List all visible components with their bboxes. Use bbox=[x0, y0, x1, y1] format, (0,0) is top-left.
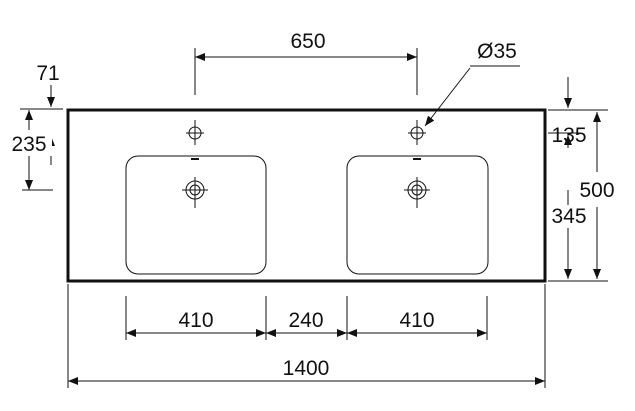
right-basin-width-label: 410 bbox=[399, 309, 434, 332]
left-basin-width-label: 410 bbox=[178, 309, 213, 332]
top-to-drain-label: 235 bbox=[11, 133, 46, 156]
right-drain-icon bbox=[404, 177, 430, 208]
vanity-top-outline bbox=[66, 108, 547, 283]
depth-label: 500 bbox=[579, 179, 614, 202]
tap-hole-diameter-callout: Ø35 bbox=[424, 40, 520, 127]
left-basin bbox=[125, 155, 267, 275]
left-overflow-icon bbox=[191, 158, 199, 160]
left-tap-hole-icon bbox=[186, 120, 204, 145]
basin-width-dimensions: 410 240 410 bbox=[125, 296, 488, 340]
depth-dimension: 500 bbox=[548, 109, 615, 282]
tap-hole-diameter-label: Ø35 bbox=[477, 40, 517, 63]
right-overflow-icon bbox=[413, 158, 421, 160]
tap-spacing-dimension: 650 bbox=[194, 30, 418, 95]
tap-spacing-label: 650 bbox=[290, 30, 325, 53]
top-to-tap-label: 71 bbox=[36, 62, 59, 85]
top-to-drain-dimension: 235 bbox=[6, 110, 55, 191]
overall-width-dimension: 1400 bbox=[67, 284, 546, 388]
top-to-tap-dimension: 71 bbox=[20, 62, 63, 110]
overall-width-label: 1400 bbox=[283, 357, 330, 380]
right-tap-hole-icon bbox=[408, 120, 426, 145]
right-basin bbox=[346, 155, 489, 275]
right-tap-offset-label: 135 bbox=[551, 124, 586, 147]
right-drain-offset-label: 345 bbox=[551, 205, 586, 228]
right-tap-offset-dimension: 135 bbox=[548, 77, 587, 148]
left-drain-icon bbox=[182, 177, 208, 208]
basin-gap-label: 240 bbox=[288, 309, 323, 332]
right-drain-offset-dimension: 345 bbox=[551, 190, 587, 279]
